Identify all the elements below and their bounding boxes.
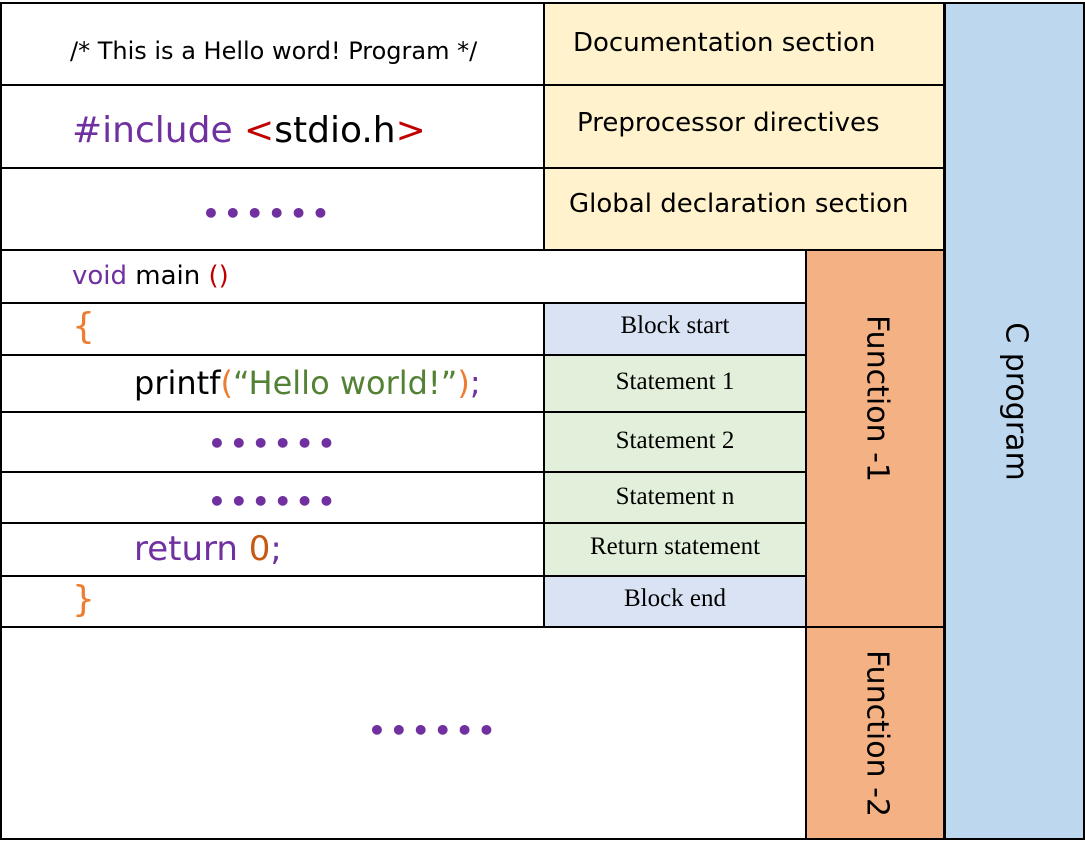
preprocessor-section-label: Preprocessor directives <box>577 108 880 138</box>
block-end-label: Block end <box>623 585 727 612</box>
statement-n-box: Statement n <box>543 471 807 524</box>
include-gt: > <box>395 110 426 151</box>
c-program-column: C program <box>944 2 1085 840</box>
function-2-box: Function -2 <box>805 626 945 840</box>
statement-n-dots: •••••• <box>208 485 340 518</box>
block-end-box: Block end <box>543 575 807 628</box>
return-statement-box: Return statement <box>543 522 807 577</box>
return-value: 0 <box>248 529 271 569</box>
printf-rparen: ) <box>457 364 470 402</box>
block-start-label: Block start <box>620 312 730 339</box>
function-1-box: Function -1 <box>805 249 945 628</box>
include-row: #include <stdio.h> <box>0 84 546 169</box>
function-2-code-area: •••••• <box>0 626 807 840</box>
main-void: void <box>72 261 128 291</box>
comment-row: /* This is a Hello word! Program */ <box>0 2 546 86</box>
statement-2-dots: •••••• <box>208 427 340 460</box>
open-brace: { <box>72 306 95 347</box>
statement-1-box: Statement 1 <box>543 354 807 413</box>
include-header: stdio.h <box>274 110 396 151</box>
statement-2-label: Statement 2 <box>615 427 735 454</box>
block-start-box: Block start <box>543 302 807 356</box>
comment-text: /* This is a Hello word! Program */ <box>70 37 478 65</box>
statement-n-code-row: •••••• <box>0 471 546 524</box>
close-brace: } <box>72 579 95 620</box>
return-statement-label: Return statement <box>589 533 761 560</box>
global-row: •••••• <box>0 167 546 251</box>
printf-string: “Hello world!” <box>232 364 458 402</box>
include-line: #include <stdio.h> <box>72 110 426 151</box>
c-program-label: C program <box>998 322 1034 481</box>
return-line: return 0; <box>134 529 282 569</box>
include-hash: #include <box>72 110 233 151</box>
global-section-label: Global declaration section <box>569 189 909 219</box>
printf-row: printf(“Hello world!”); <box>0 354 546 413</box>
open-brace-row: { <box>0 302 546 356</box>
function-1-label: Function -1 <box>859 314 895 483</box>
statement-n-label: Statement n <box>615 483 735 510</box>
function-2-label: Function -2 <box>859 649 895 818</box>
include-lt: < <box>244 110 275 151</box>
main-row: void main () <box>0 249 807 304</box>
global-section-box: Global declaration section <box>543 167 945 251</box>
return-row: return 0; <box>0 522 546 577</box>
main-signature: void main () <box>72 261 229 291</box>
main-name: main <box>135 261 201 291</box>
preprocessor-section-box: Preprocessor directives <box>543 84 945 169</box>
printf-lparen: ( <box>220 364 233 402</box>
documentation-section-box: Documentation section <box>543 2 945 86</box>
statement-2-code-row: •••••• <box>0 411 546 473</box>
statement-1-label: Statement 1 <box>615 368 735 395</box>
printf-semi: ; <box>469 364 481 402</box>
printf-name: printf <box>134 364 221 402</box>
global-dots: •••••• <box>202 197 334 230</box>
return-semi: ; <box>270 529 282 569</box>
return-keyword: return <box>134 529 238 569</box>
main-parens: () <box>208 261 229 291</box>
function-2-dots: •••••• <box>368 714 500 747</box>
statement-2-box: Statement 2 <box>543 411 807 473</box>
close-brace-row: } <box>0 575 546 628</box>
printf-line: printf(“Hello world!”); <box>134 364 481 402</box>
documentation-section-label: Documentation section <box>573 28 876 58</box>
